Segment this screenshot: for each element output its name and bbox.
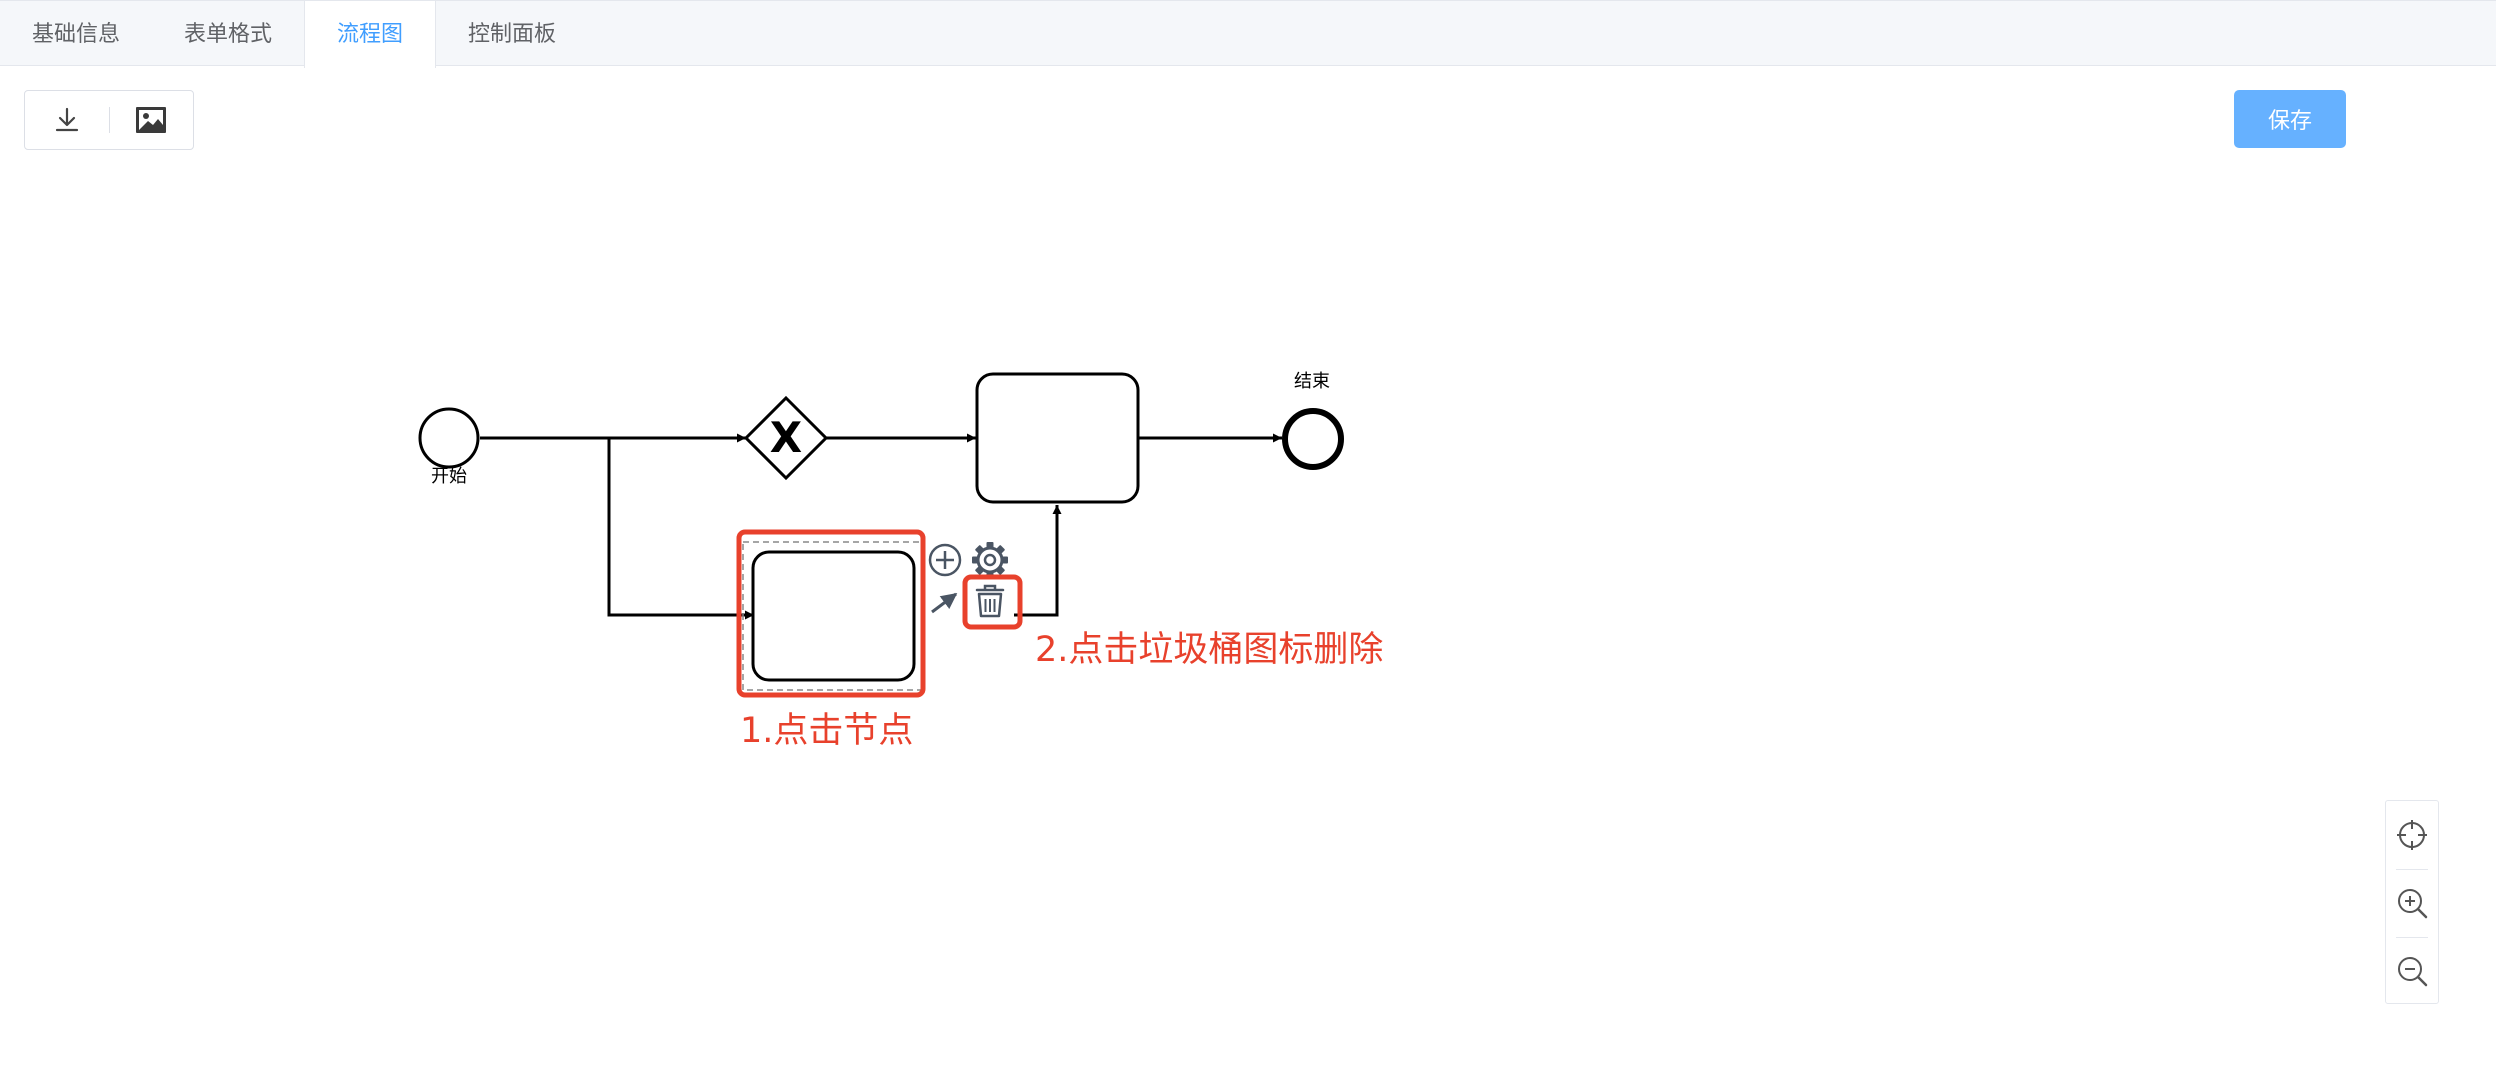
reset-center-button[interactable]	[2386, 807, 2438, 863]
image-icon	[136, 107, 167, 133]
append-icon[interactable]	[928, 543, 962, 577]
tab-control-panel[interactable]: 控制面板	[468, 22, 557, 47]
exclusive-gateway[interactable]: X	[743, 395, 829, 481]
tab-form-format[interactable]: 表单格式	[184, 22, 273, 47]
tab-bar: 基础信息 表单格式 流程图 控制面板	[0, 0, 2496, 68]
sequence-flows	[480, 433, 1282, 620]
connect-arrow-icon[interactable]	[931, 592, 958, 614]
end-event[interactable]	[1282, 408, 1344, 470]
flow-task2-to-task1[interactable]	[1014, 505, 1062, 617]
flow-branch-to-task2[interactable]	[607, 438, 754, 620]
start-event[interactable]	[418, 407, 480, 469]
start-event-label: 开始	[431, 466, 467, 487]
export-image-button[interactable]	[110, 91, 194, 149]
user-task-2[interactable]	[751, 550, 916, 682]
zoom-out-button[interactable]	[2386, 943, 2438, 999]
user-task-1[interactable]	[975, 372, 1140, 504]
save-button[interactable]: 保存	[2234, 90, 2346, 148]
toolbar-divider	[108, 107, 110, 133]
annotation-step1: 1.点击节点	[740, 711, 913, 751]
zoom-controls	[2385, 800, 2439, 1004]
context-pad	[928, 542, 1008, 618]
annotation-step2: 2.点击垃圾桶图标删除	[1035, 630, 1383, 670]
diagram-toolbar	[24, 90, 194, 150]
zoom-out-icon	[2398, 957, 2428, 987]
zoom-divider	[2396, 869, 2428, 870]
reset-center-icon	[2397, 820, 2427, 850]
highlight-box-node	[736, 529, 926, 698]
gear-icon[interactable]	[972, 542, 1008, 578]
highlight-box-trash	[962, 574, 1023, 630]
gateway-symbol: X	[770, 413, 802, 462]
tutorial-annotations: 1.点击节点 2.点击垃圾桶图标删除	[736, 529, 1383, 751]
download-icon	[55, 107, 78, 132]
tab-flowchart[interactable]: 流程图	[304, 1, 437, 68]
end-event-label: 结束	[1294, 371, 1330, 392]
zoom-in-button[interactable]	[2386, 875, 2438, 931]
zoom-in-icon	[2398, 889, 2428, 919]
download-button[interactable]	[25, 91, 109, 149]
zoom-divider	[2396, 937, 2428, 938]
tab-basic-info[interactable]: 基础信息	[32, 22, 121, 47]
trash-icon[interactable]	[975, 584, 1005, 618]
